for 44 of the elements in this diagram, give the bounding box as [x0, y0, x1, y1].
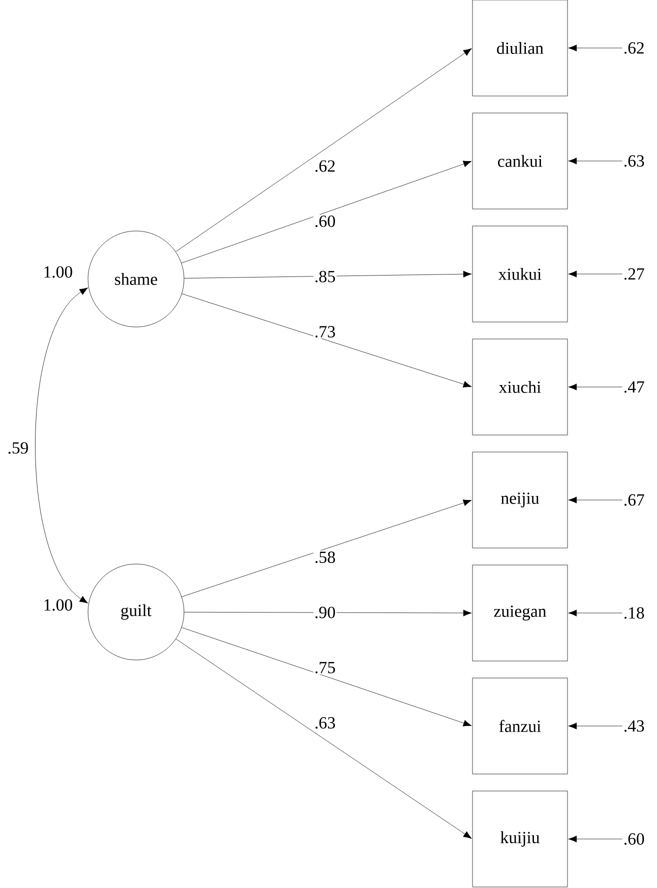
edge-label: .73	[313, 325, 337, 339]
error-arrow	[568, 496, 622, 504]
indicator-box: kuijiu	[472, 790, 568, 888]
error-value: .18	[624, 607, 644, 619]
error-value: .60	[624, 833, 644, 845]
edge-label: .85	[313, 270, 337, 284]
edge-label: .62	[313, 159, 337, 173]
indicator-box: fanzui	[472, 678, 568, 774]
indicator-box: cankui	[472, 112, 568, 210]
path-arrow	[182, 294, 472, 388]
edge-label: .60	[313, 214, 337, 228]
path-arrow	[181, 627, 472, 726]
path-arrow	[176, 638, 472, 839]
error-arrow	[568, 610, 622, 616]
path-arrow	[182, 500, 472, 597]
path-arrow	[184, 270, 472, 278]
indicator-box: zuiegan	[472, 564, 568, 662]
error-arrow	[568, 384, 622, 390]
indicator-box: xiukui	[472, 226, 568, 322]
error-value: .67	[624, 494, 644, 506]
covariance-arrow	[35, 288, 88, 604]
edge-label: .59	[6, 441, 30, 455]
indicator-box: xiuchi	[472, 338, 568, 436]
error-value: .27	[624, 268, 644, 280]
error-arrow	[568, 44, 622, 52]
error-value: .62	[624, 42, 644, 54]
variance-value: 1.00	[44, 599, 72, 611]
error-value: .63	[624, 155, 644, 167]
edge-label: .90	[313, 606, 337, 620]
path-arrow	[184, 610, 472, 616]
error-arrow	[568, 270, 622, 278]
path-arrow	[181, 160, 472, 264]
edge-label: .63	[313, 716, 337, 730]
error-value: .43	[624, 720, 644, 732]
error-arrow	[568, 158, 622, 164]
edge-label: .75	[313, 661, 337, 674]
error-arrow	[568, 722, 622, 730]
error-arrow	[568, 836, 622, 842]
error-value: .47	[624, 381, 644, 393]
variance-value: 1.00	[44, 266, 72, 278]
indicator-box: diulian	[472, 0, 568, 96]
path-arrow	[176, 48, 472, 252]
indicator-box: neijiu	[472, 452, 568, 548]
edge-label: .58	[313, 550, 337, 564]
